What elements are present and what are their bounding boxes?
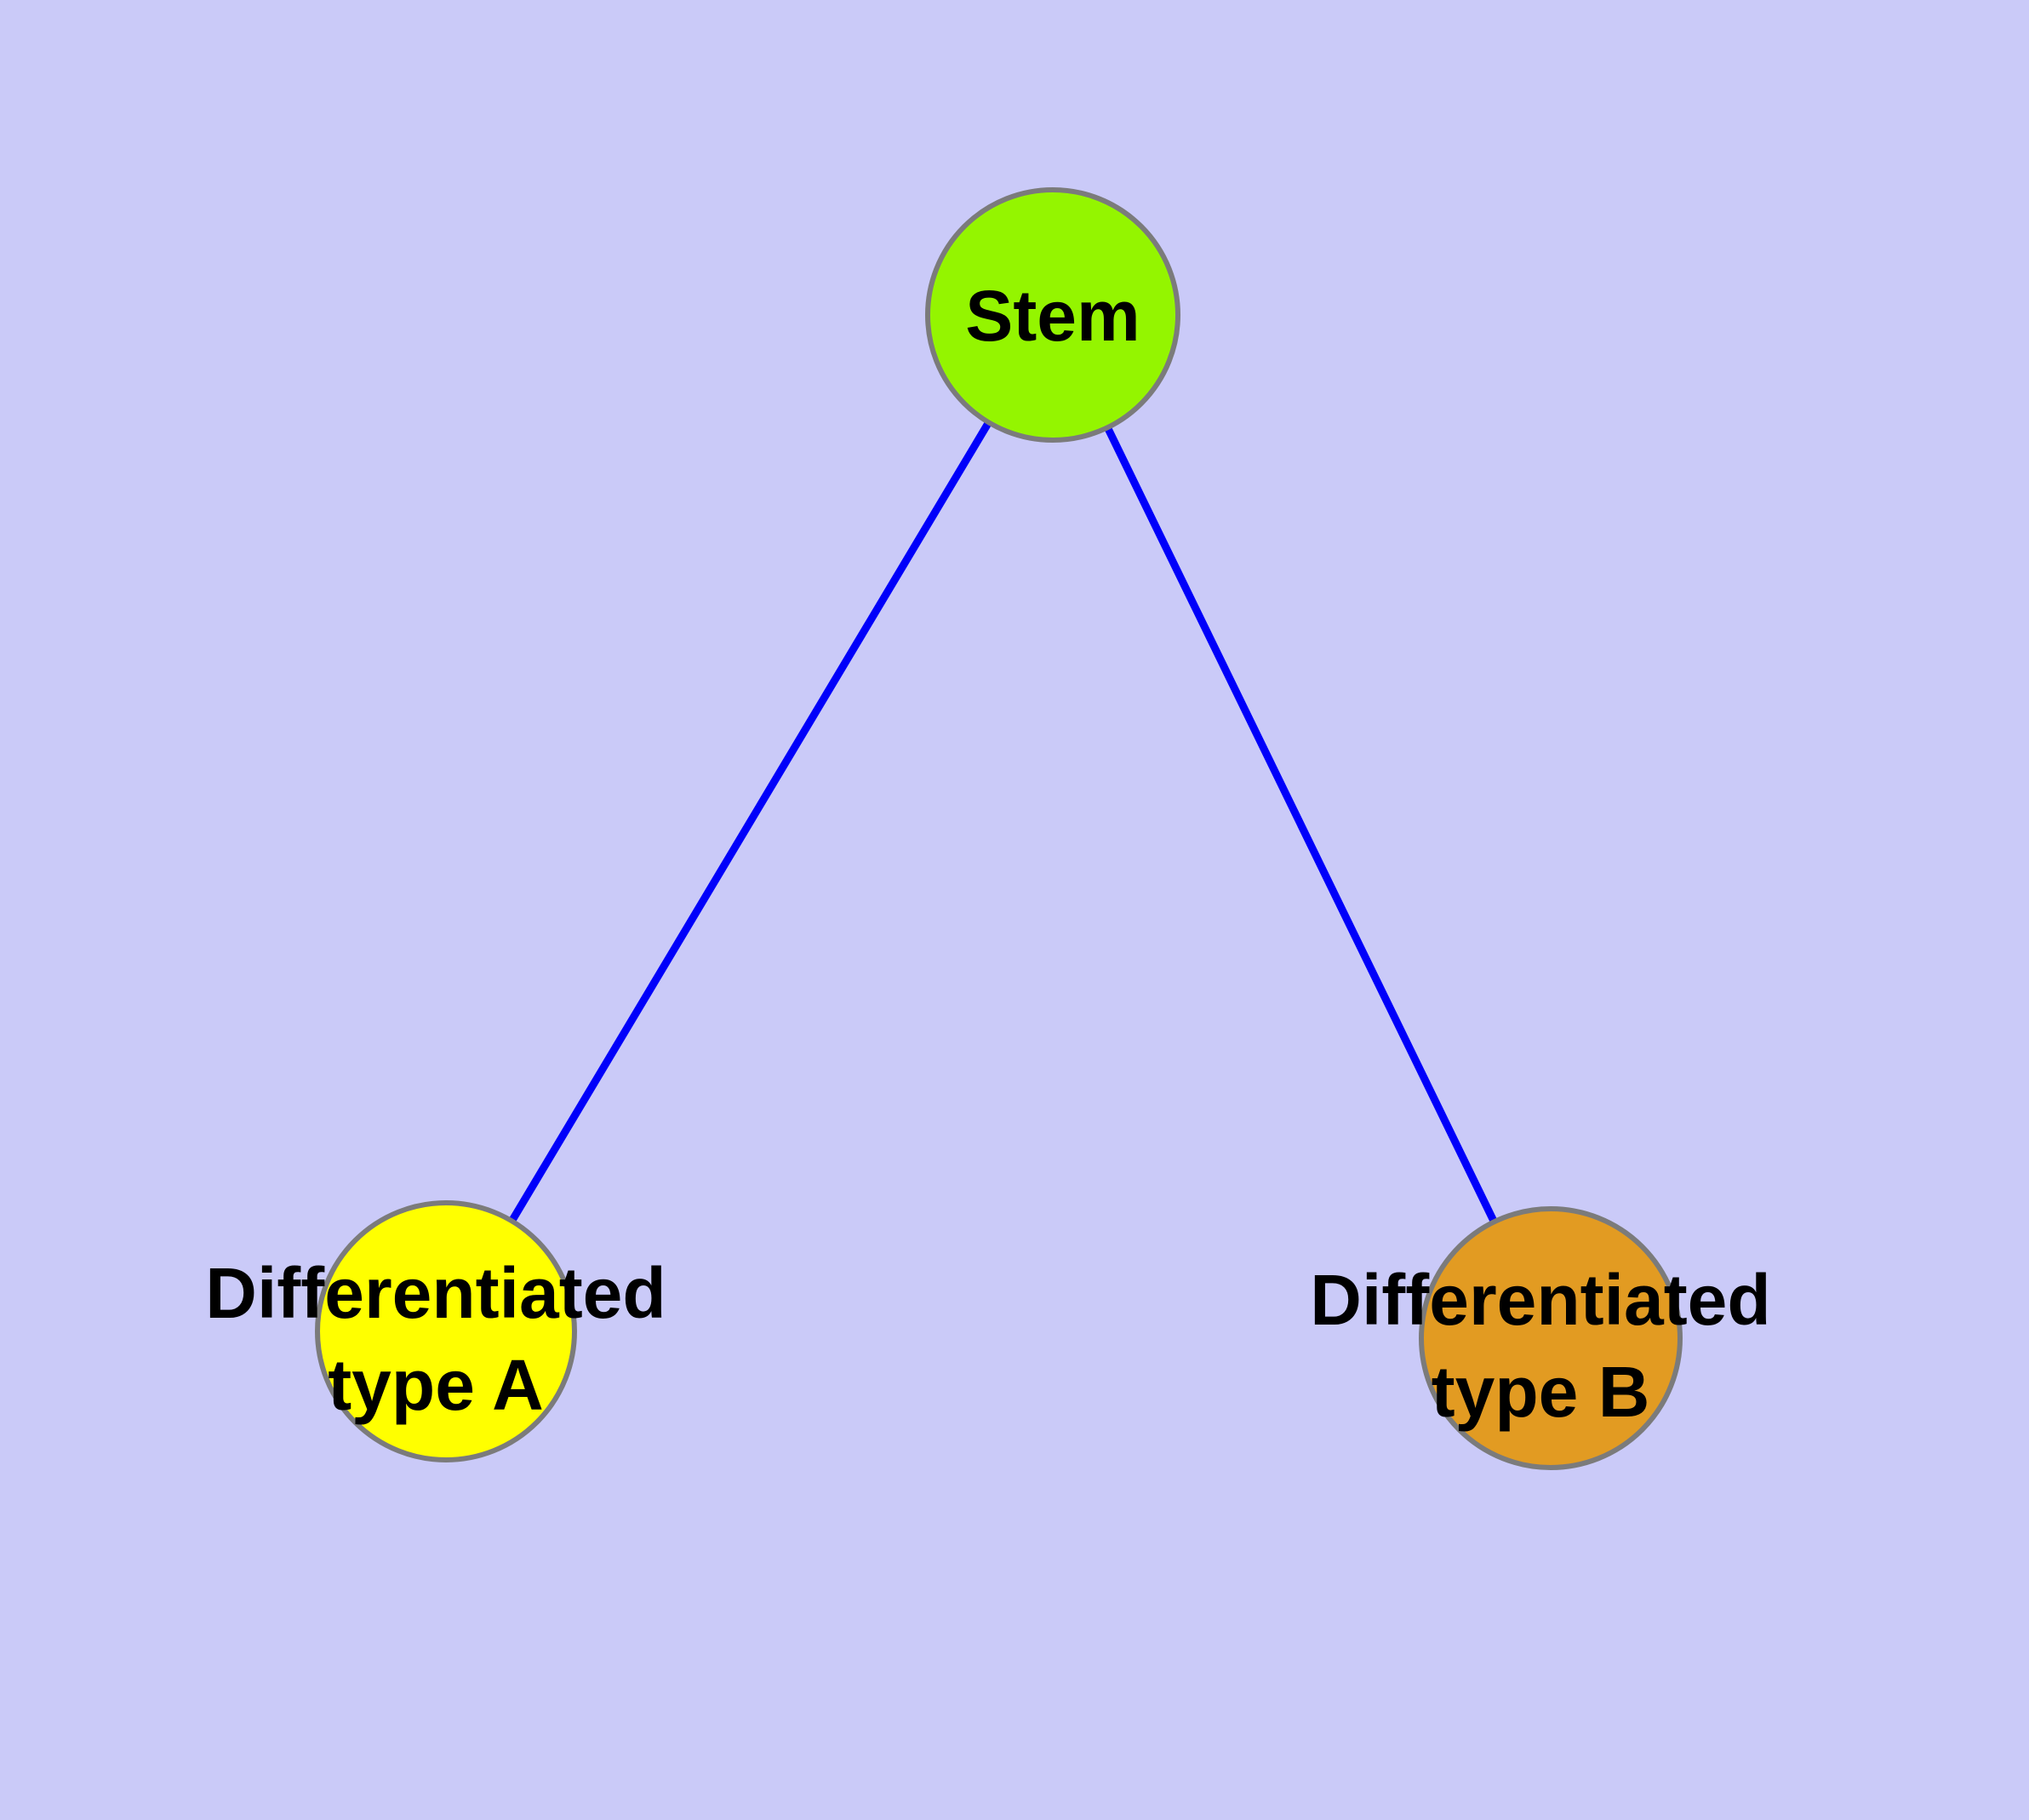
node-type-b: [1419, 1206, 1683, 1470]
node-stem: [925, 187, 1180, 443]
edge-stem-to-type-b: [1049, 311, 1555, 1342]
node-type-b-label-line1: Differentiated: [1310, 1260, 1770, 1340]
node-type-b-label-line2: type B: [1432, 1352, 1650, 1432]
node-type-a-label-line1: Differentiated: [205, 1253, 666, 1333]
node-type-a: [315, 1200, 577, 1462]
node-stem-label: Stem: [965, 276, 1140, 356]
edge-stem-to-type-a: [442, 311, 1057, 1336]
node-type-a-label-line2: type A: [328, 1345, 544, 1425]
